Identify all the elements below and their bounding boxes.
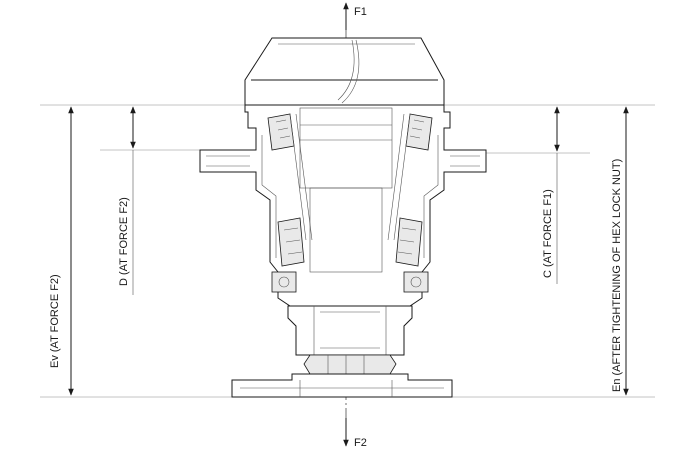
knuckle-housing <box>199 104 487 307</box>
dimension-ev-label: Ev (AT FORCE F2) <box>49 274 61 368</box>
force-label-f1: F1 <box>354 6 367 18</box>
spindle <box>287 305 413 356</box>
dimension-en-label: En (AFTER TIGHTENING OF HEX LOCK NUT) <box>611 159 623 392</box>
dimension-d-label: D (AT FORCE F2) <box>118 197 130 286</box>
dimension-c-label: C (AT FORCE F1) <box>542 189 554 278</box>
force-label-f2: F2 <box>354 437 367 449</box>
bearing-seals <box>271 271 429 293</box>
hub-cap <box>244 37 445 106</box>
dimension-c: C (AT FORCE F1) <box>542 106 560 284</box>
dimension-ev: Ev (AT FORCE F2) <box>49 106 74 396</box>
lower-bearing-rollers <box>277 217 423 267</box>
bottom-flange <box>231 373 453 398</box>
hex-lock-nut <box>303 354 397 375</box>
dimension-en: En (AFTER TIGHTENING OF HEX LOCK NUT) <box>611 106 629 396</box>
force-arrow-bottom: F2 <box>343 418 367 449</box>
force-arrow-top: F1 <box>343 2 367 30</box>
dimension-d: D (AT FORCE F2) <box>118 106 136 295</box>
hub-assembly <box>199 37 487 398</box>
